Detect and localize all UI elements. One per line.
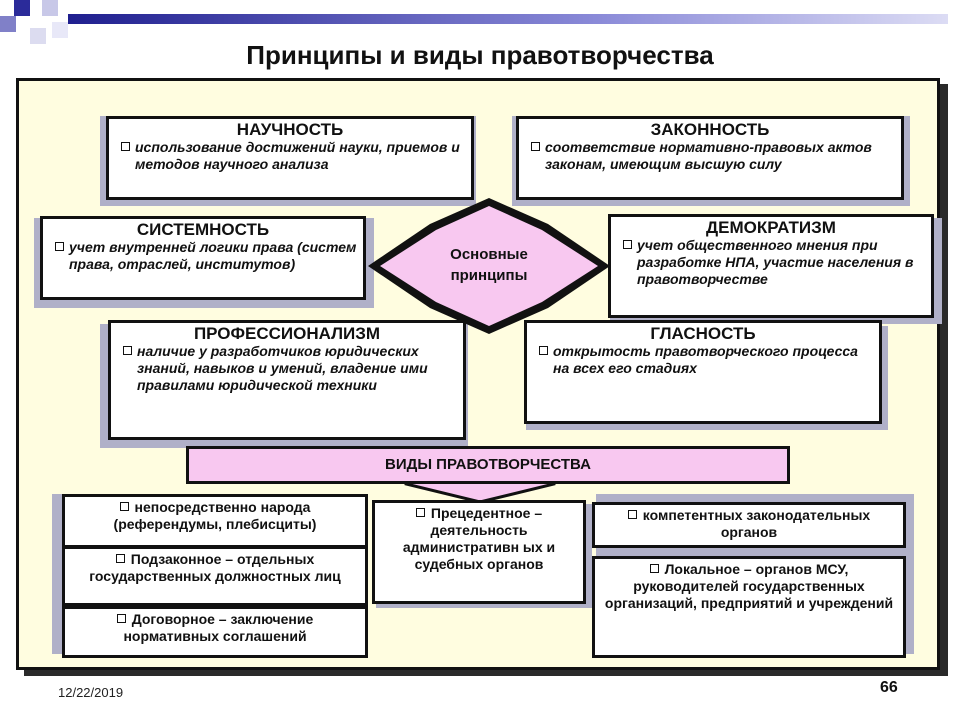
kind-text: Прецедентное – деятельность администрати… (402, 505, 556, 572)
principle-heading: ДЕМОКРАТИЗМ (706, 218, 836, 237)
checkbox-bullet-icon (119, 502, 129, 511)
principle-text: открытость правотворческого процесса на … (533, 343, 873, 377)
page-title: Принципы и виды правотворчества (246, 40, 714, 70)
principle-box-democracy: ДЕМОКРАТИЗМ учет общественного мнения пр… (608, 214, 934, 318)
principle-box-openness: ГЛАСНОСТЬ открытость правотворческого пр… (524, 320, 882, 424)
kind-text: Договорное – заключение нормативных согл… (123, 611, 314, 644)
checkbox-bullet-icon (415, 508, 425, 517)
checkbox-bullet-icon (627, 510, 637, 519)
principle-heading: ГЛАСНОСТЬ (650, 324, 756, 343)
kind-box-local: Локальное – органов МСУ, руководителей г… (592, 556, 906, 658)
kind-text: компетентных законодательных органов (642, 507, 871, 540)
principle-text: учет общественного мнения при разработке… (617, 237, 925, 288)
kind-box-legislative: компетентных законодательных органов (592, 502, 906, 548)
page-number: 66 (880, 679, 898, 696)
kind-text: Подзаконное – отдельных государственных … (89, 551, 341, 584)
principle-text: учет внутренней логики права (систем пра… (49, 239, 357, 273)
kind-box-direct: непосредственно народа (референдумы, пле… (62, 494, 368, 548)
principle-text: соответствие нормативно-правовых актов з… (525, 139, 895, 173)
kinds-banner: ВИДЫ ПРАВОТВОРЧЕСТВА (186, 446, 790, 484)
decor-square-5 (52, 22, 68, 38)
principle-text: наличие у разработчиков юридических знан… (117, 343, 457, 394)
principle-text: использование достижений науки, приемов … (115, 139, 465, 173)
center-label: Основные принципы (450, 246, 528, 284)
principle-box-scientific: НАУЧНОСТЬ использование достижений науки… (106, 116, 474, 200)
principle-heading: НАУЧНОСТЬ (236, 120, 344, 139)
footer-date: 12/22/2019 (58, 685, 124, 700)
decor-square-1 (14, 0, 30, 16)
kind-box-precedent: Прецедентное – деятельность администрати… (372, 500, 586, 604)
title-gradient-bar (68, 14, 948, 24)
decor-square-3 (0, 16, 16, 32)
kind-box-subordinate: Подзаконное – отдельных государственных … (62, 546, 368, 606)
main-principles-hexagon (368, 198, 610, 334)
decor-square-4 (30, 28, 46, 44)
kind-text: Локальное – органов МСУ, руководителей г… (604, 561, 894, 611)
principle-box-professionalism: ПРОФЕССИОНАЛИЗМ наличие у разработчиков … (108, 320, 466, 440)
kind-box-contractual: Договорное – заключение нормативных согл… (62, 606, 368, 658)
checkbox-bullet-icon (116, 614, 126, 623)
kind-text: непосредственно народа (референдумы, пле… (113, 499, 317, 532)
checkbox-bullet-icon (649, 564, 659, 573)
principle-heading: ЗАКОННОСТЬ (650, 120, 770, 139)
principle-box-systemic: СИСТЕМНОСТЬ учет внутренней логики права… (40, 216, 366, 300)
principle-heading: ПРОФЕССИОНАЛИЗМ (193, 324, 381, 343)
principle-heading: СИСТЕМНОСТЬ (136, 220, 270, 239)
decor-square-2 (42, 0, 58, 16)
principle-box-legality: ЗАКОННОСТЬ соответствие нормативно-право… (516, 116, 904, 200)
checkbox-bullet-icon (115, 554, 125, 563)
